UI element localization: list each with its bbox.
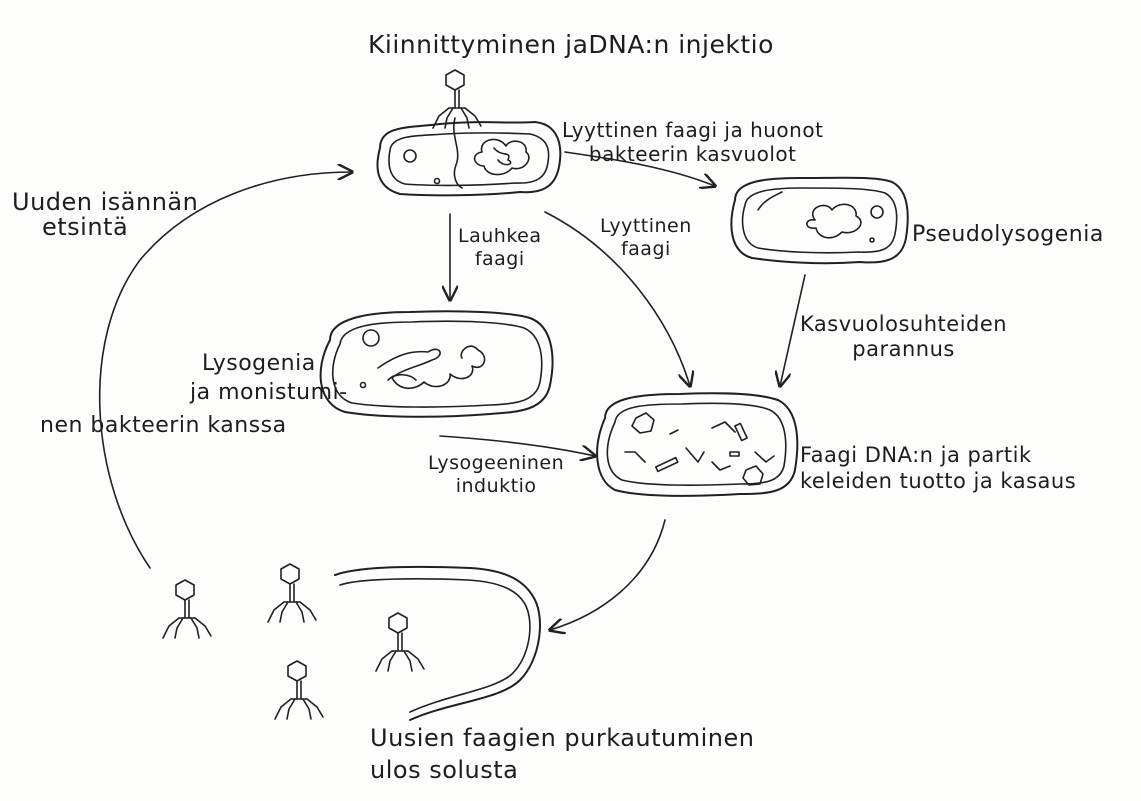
- phage-attaching-icon: [433, 70, 481, 128]
- cell-lysogeny: [321, 311, 553, 417]
- label-attachment: Kiinnittyminen jaDNA:n injektio: [368, 30, 774, 60]
- label-lytic-poor-conditions: Lyyttinen faagi ja huonot bakteerin kasv…: [562, 118, 823, 166]
- label-production-assembly: Faagi DNA:n ja partik keleiden tuotto ja…: [800, 442, 1076, 495]
- phage-icon: [275, 661, 323, 719]
- phage-icon: [268, 564, 316, 622]
- label-new-host-search: Uuden isännän etsintä: [12, 190, 198, 240]
- label-growth-improvement: Kasvuolosuhteiden parannus: [800, 312, 1007, 362]
- phage-icon: [163, 580, 211, 638]
- cell-attachment: [377, 118, 560, 195]
- phage-icon: [376, 613, 424, 671]
- cell-production: [597, 393, 797, 496]
- cell-pseudolysogeny: [731, 178, 907, 264]
- label-lysogenic-induction: Lysogeeninen induktio: [428, 452, 564, 498]
- label-pseudolysogeny: Pseudolysogenia: [912, 222, 1104, 248]
- cell-burst: [335, 567, 540, 720]
- label-lysogeny-cont: . nen bakteerin kanssa: [40, 383, 287, 440]
- arrow-release: [550, 520, 665, 630]
- label-lytic-phage: Lyyttinen faagi: [600, 215, 692, 261]
- label-temperate-phage: Lauhkea faagi: [458, 225, 541, 271]
- label-release: Uusien faagien purkautuminen ulos solust…: [370, 722, 755, 787]
